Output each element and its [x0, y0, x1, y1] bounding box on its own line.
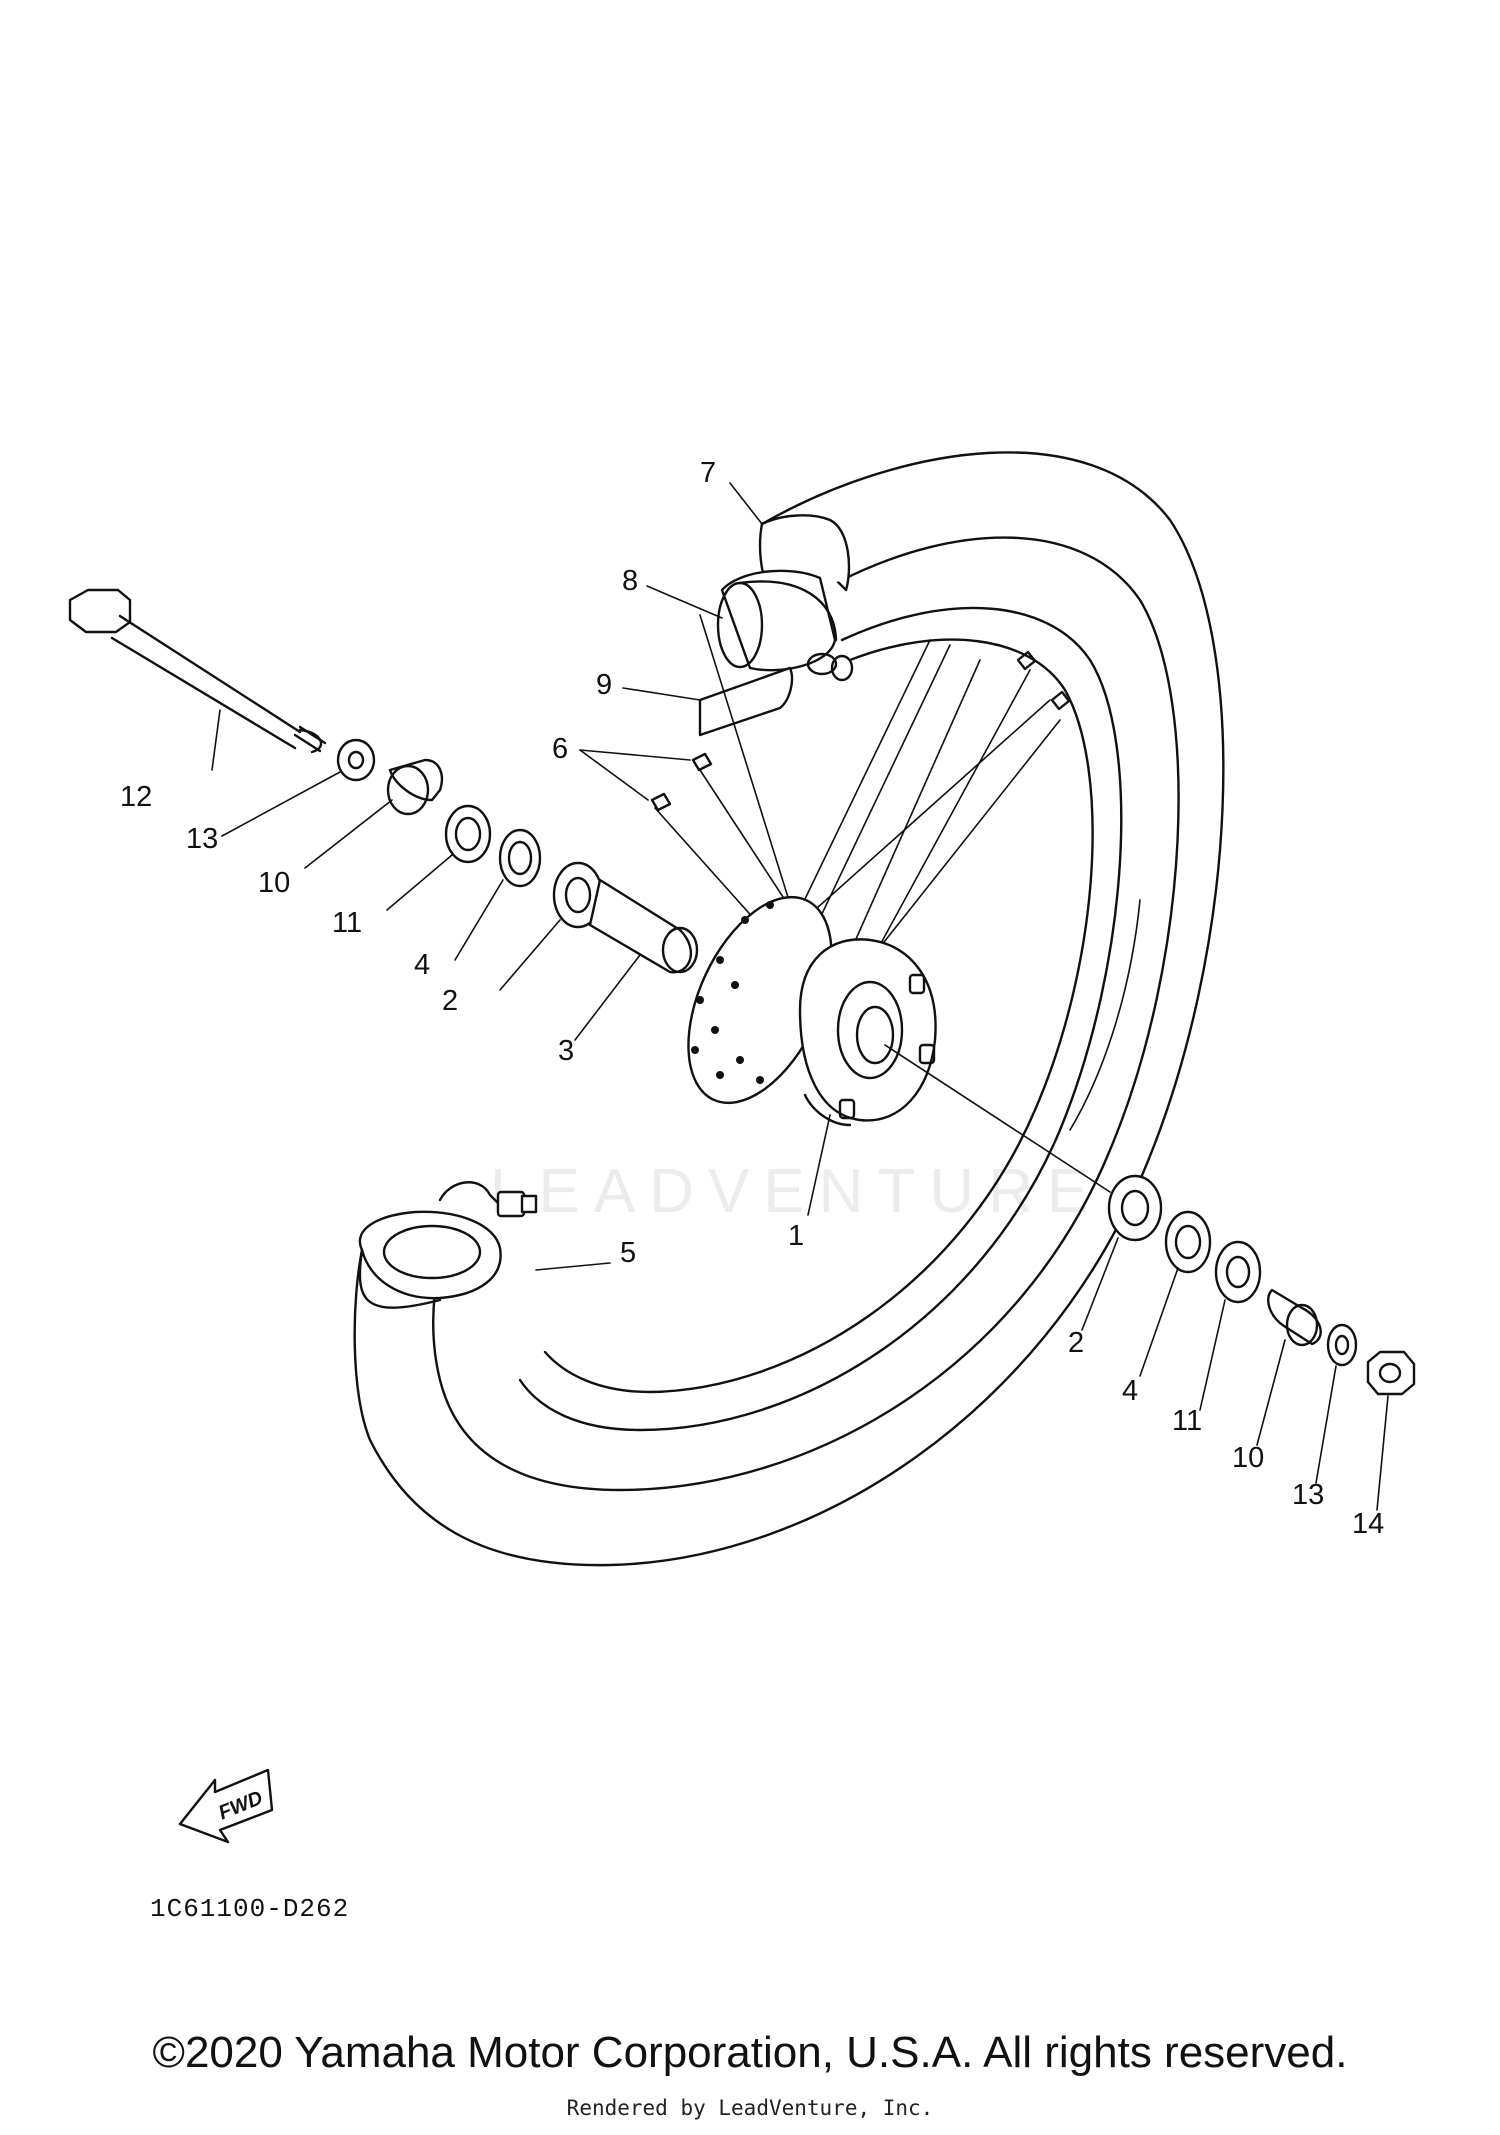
callout-9: 9 [596, 669, 612, 701]
copyright-notice: ©2020 Yamaha Motor Corporation, U.S.A. A… [152, 2028, 1348, 2077]
callout-1: 1 [788, 1220, 804, 1252]
axle-centerline [884, 1044, 1111, 1193]
bearing-2-right [1107, 1174, 1163, 1242]
callout-labels: 7 8 9 6 12 13 10 11 4 2 3 1 5 2 4 11 10 … [120, 457, 1384, 1540]
oil-seal-11-right [1214, 1240, 1262, 1304]
nut-14 [1366, 1350, 1416, 1396]
callout-12: 12 [120, 781, 152, 813]
callout-2-left: 2 [442, 985, 458, 1017]
spacer-3 [588, 878, 699, 974]
callout-5: 5 [620, 1237, 636, 1269]
callout-8: 8 [622, 565, 638, 597]
collar-13-right [1326, 1323, 1358, 1367]
collar-10-right [1267, 1288, 1322, 1347]
oil-seal-11-left [444, 804, 492, 864]
rendered-by-credit: Rendered by LeadVenture, Inc. [566, 2096, 934, 2120]
rim-band [698, 666, 794, 737]
callout-11-right: 11 [1172, 1405, 1202, 1437]
callout-4-left: 4 [414, 949, 430, 981]
forward-arrow-icon: FWD [178, 1768, 274, 1844]
leader-lines [211, 482, 1389, 1511]
brake-disc [687, 895, 833, 1105]
callout-13-left: 13 [186, 823, 218, 855]
callout-7: 7 [700, 457, 716, 489]
callout-6: 6 [552, 733, 568, 765]
callout-11-left: 11 [332, 907, 362, 939]
bearing-4-right [1164, 1210, 1212, 1274]
callout-3: 3 [558, 1035, 574, 1067]
callout-2-right: 2 [1068, 1327, 1084, 1359]
callout-10-right: 10 [1232, 1442, 1264, 1474]
tube-section [716, 569, 838, 672]
valve-top [806, 652, 854, 682]
valve-bottom [438, 1181, 538, 1218]
callout-4-right: 4 [1122, 1375, 1138, 1407]
watermark-text: LEADVENTURE [490, 1157, 1102, 1226]
callout-14: 14 [1352, 1508, 1384, 1540]
axle [68, 588, 327, 754]
bearing-4-left [498, 828, 542, 888]
collar-13-left [336, 738, 376, 782]
diagram-code: 1C61100-D262 [150, 1894, 349, 1924]
bearing-2-left [552, 861, 604, 929]
callout-10-left: 10 [258, 867, 290, 899]
tire-and-rim [353, 451, 1225, 1567]
collar-10-left [386, 758, 444, 816]
callout-13-right: 13 [1292, 1479, 1324, 1511]
hub [798, 938, 937, 1127]
